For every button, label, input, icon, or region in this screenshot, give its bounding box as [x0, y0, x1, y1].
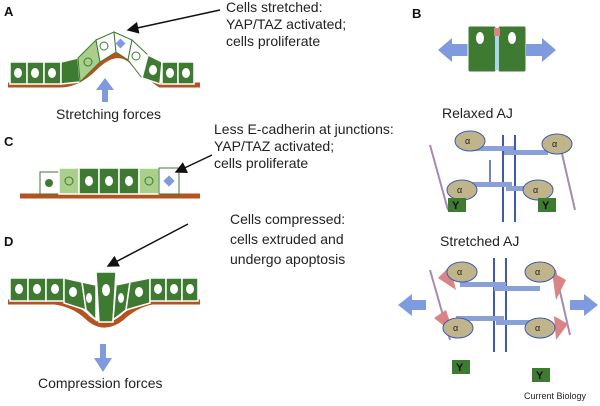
relaxed-aj-diagram — [429, 130, 576, 222]
panel-d-force-label: Compression forces — [38, 375, 163, 391]
panel-d-pointer — [106, 223, 189, 267]
panel-a-letter: A — [4, 4, 14, 19]
panel-d-annotation-line-3: undergo apoptosis — [230, 251, 345, 267]
panel-a-pointer — [126, 9, 221, 34]
stretched-alpha-1: α — [457, 267, 462, 277]
panel-c-annotation-line-2: YAP/TAZ activated; — [214, 138, 334, 154]
panel-c-annotation-line-3: cells proliferate — [214, 155, 308, 171]
stretched-alpha-4: α — [535, 323, 540, 333]
panel-a-annotation-line-2: YAP/TAZ activated; — [226, 16, 346, 32]
panel-c: C Less E-cadherin at junctions: YAP/TAZ … — [4, 121, 394, 199]
relaxed-alpha-1: α — [465, 136, 470, 146]
panel-b-cell-pair — [438, 25, 556, 73]
panel-a-stretched-cells — [60, 31, 163, 86]
stretched-aj-label: Stretched AJ — [440, 233, 519, 249]
panel-b-letter: B — [412, 6, 421, 21]
relaxed-alpha-2: α — [552, 139, 557, 149]
panel-b-left-arrow — [438, 38, 468, 62]
panel-a-stretch-arrow — [96, 78, 114, 102]
stretched-y-1: Y — [456, 362, 464, 374]
panel-a-annotation-line-3: cells proliferate — [226, 33, 320, 49]
stretched-left-arrow — [398, 294, 426, 316]
panel-a-force-label: Stretching forces — [56, 106, 161, 122]
relaxed-alpha-4: α — [533, 185, 538, 195]
panel-a: A — [4, 0, 346, 122]
panel-d: D Compression forces — [4, 211, 345, 391]
journal-credit: Current Biology — [524, 391, 587, 401]
stretched-y-2: Y — [536, 370, 544, 382]
relaxed-alpha-3: α — [457, 185, 462, 195]
relaxed-aj-label: Relaxed AJ — [442, 105, 513, 121]
stretched-alpha-3: α — [453, 323, 458, 333]
panel-b-right-arrow — [526, 38, 556, 62]
panel-a-flat-cells-right — [161, 61, 195, 85]
panel-c-letter: C — [4, 134, 14, 149]
panel-b: B Relaxed AJ — [398, 6, 598, 382]
panel-d-compressed-cells — [9, 271, 199, 323]
stretched-aj-diagram — [398, 258, 598, 382]
panel-c-pointer — [174, 154, 213, 173]
panel-d-annotation-line-2: cells extruded and — [230, 231, 344, 247]
panel-c-annotation-line-1: Less E-cadherin at junctions: — [214, 121, 394, 137]
relaxed-y-2: Y — [542, 200, 550, 212]
stretched-alpha-2: α — [535, 267, 540, 277]
panel-d-annotation-line-1: Cells compressed: — [230, 211, 345, 227]
panel-d-letter: D — [4, 234, 13, 249]
panel-a-annotation-line-1: Cells stretched: — [226, 0, 322, 15]
panel-c-cells — [39, 167, 180, 195]
stretched-right-arrow — [570, 294, 598, 316]
relaxed-y-1: Y — [452, 200, 460, 212]
panel-d-compression-arrow — [94, 344, 112, 372]
panel-a-flat-cells-left — [9, 61, 62, 85]
